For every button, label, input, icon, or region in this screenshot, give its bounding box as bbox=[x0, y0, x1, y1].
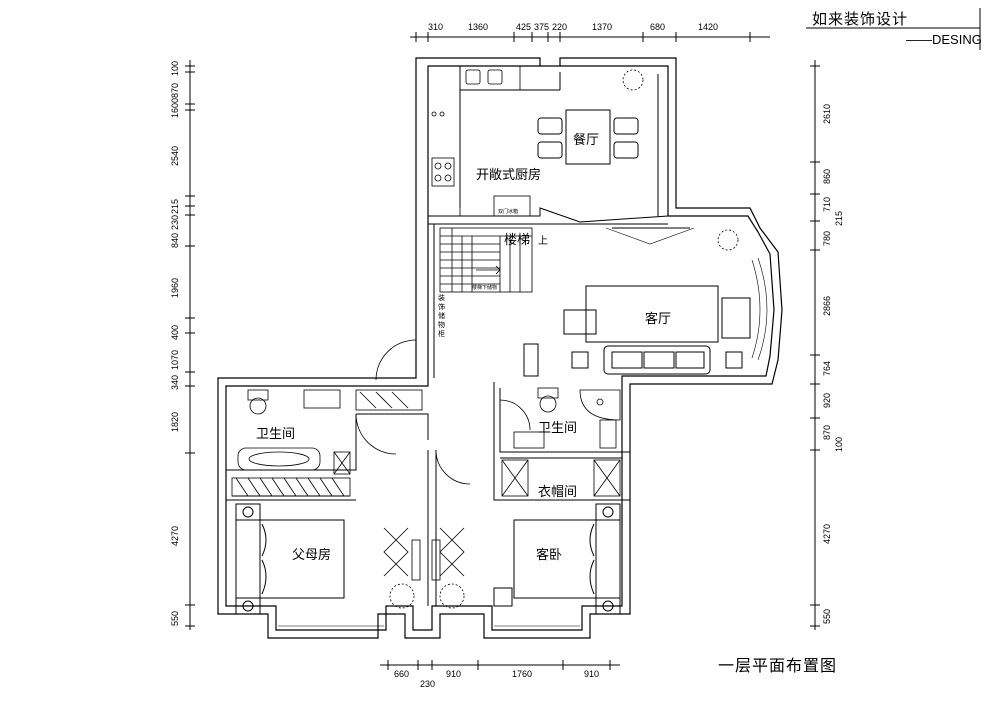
dim-top: 1370 bbox=[592, 22, 613, 32]
room-label-bath-right: 卫生间 bbox=[538, 421, 578, 436]
dim-left: 100 bbox=[170, 60, 180, 76]
company-name: 如来装饰设计 bbox=[812, 10, 909, 28]
dim-top: 1360 bbox=[468, 22, 489, 32]
dim-left: 215 bbox=[170, 198, 180, 214]
room-label-dining: 餐厅 bbox=[573, 133, 600, 148]
drawing-caption: 一层平面布置图 bbox=[718, 656, 838, 675]
dim-left: 400 bbox=[170, 324, 180, 340]
room-label-bath-left: 卫生间 bbox=[256, 427, 296, 442]
dim-left: 840 bbox=[170, 232, 180, 248]
dim-left: 550 bbox=[170, 610, 180, 626]
room-label-parents-room: 父母房 bbox=[292, 548, 332, 563]
dim-bottom: 910 bbox=[584, 669, 600, 679]
bay-window bbox=[751, 257, 768, 361]
dim-top: 310 bbox=[428, 22, 444, 32]
dim-left: 2540 bbox=[170, 145, 180, 166]
under-stair-label: 楼梯下储物 bbox=[472, 285, 498, 291]
plants bbox=[389, 69, 739, 609]
dim-top: 375 bbox=[534, 22, 550, 32]
dim-right: 920 bbox=[822, 392, 832, 408]
bottom-dimension-ticks bbox=[387, 660, 611, 670]
dim-right: 870 bbox=[822, 424, 832, 440]
right-dimension-ticks bbox=[810, 65, 820, 627]
cloakroom-racks bbox=[501, 459, 621, 497]
interior-walls bbox=[226, 72, 669, 606]
entry-door-swing bbox=[375, 339, 417, 381]
room-label-guest-room: 客卧 bbox=[536, 548, 563, 563]
room-label-cloakroom: 衣帽间 bbox=[538, 485, 578, 500]
dim-left: 1600 bbox=[170, 97, 180, 118]
bathroom-left-fixtures bbox=[231, 389, 423, 497]
dim-right: 710 bbox=[822, 196, 832, 212]
kitchen-counters bbox=[427, 65, 531, 217]
left-dimension-ticks bbox=[185, 65, 195, 627]
dim-right: 764 bbox=[822, 360, 832, 376]
dim-top: 425 bbox=[516, 22, 532, 32]
dim-left: 340 bbox=[170, 374, 180, 390]
dim-left: 230 bbox=[170, 214, 180, 230]
staircase bbox=[439, 227, 533, 293]
dim-right: 860 bbox=[822, 168, 832, 184]
bath-door-swing-right bbox=[499, 399, 531, 431]
dim-left: 1960 bbox=[170, 277, 180, 298]
dim-top: 1420 bbox=[698, 22, 719, 32]
dim-right: 2866 bbox=[822, 295, 832, 316]
bath-door-swing-left bbox=[355, 413, 397, 455]
top-dimension-ticks bbox=[415, 32, 751, 42]
stairs-up-label: 上 bbox=[538, 236, 548, 247]
dim-top: 220 bbox=[552, 22, 568, 32]
dim-right: 550 bbox=[822, 608, 832, 624]
dim-right: 100 bbox=[834, 436, 844, 452]
dim-bottom: 660 bbox=[394, 669, 410, 679]
bathroom-right-fixtures bbox=[513, 387, 621, 449]
dim-right: 215 bbox=[834, 210, 844, 226]
dim-left: 1070 bbox=[170, 349, 180, 370]
fridge-label: 双门冰箱 bbox=[498, 209, 519, 215]
company-tagline: ——DESING bbox=[906, 32, 982, 47]
doors bbox=[355, 339, 531, 581]
dim-right: 4270 bbox=[822, 523, 832, 544]
dim-right: 780 bbox=[822, 230, 832, 246]
room-label-living: 客厅 bbox=[645, 312, 672, 327]
dim-left: 4270 bbox=[170, 525, 180, 546]
living-furniture bbox=[523, 227, 751, 377]
cabinet-label: 装饰储物柜 bbox=[438, 294, 445, 338]
dining-table bbox=[537, 109, 639, 165]
dim-top: 680 bbox=[650, 22, 666, 32]
dim-left: 1820 bbox=[170, 411, 180, 432]
dim-left: 870 bbox=[170, 82, 180, 98]
dim-bottom: 230 bbox=[420, 679, 436, 689]
dim-bottom: 1760 bbox=[512, 669, 533, 679]
bedroom-door-swing bbox=[435, 449, 471, 485]
dim-right: 2610 bbox=[822, 103, 832, 124]
room-label-open-kitchen: 开敞式厨房 bbox=[476, 168, 542, 183]
beds bbox=[235, 503, 621, 615]
dim-bottom: 910 bbox=[446, 669, 462, 679]
room-label-stairs: 楼梯 bbox=[504, 233, 531, 248]
